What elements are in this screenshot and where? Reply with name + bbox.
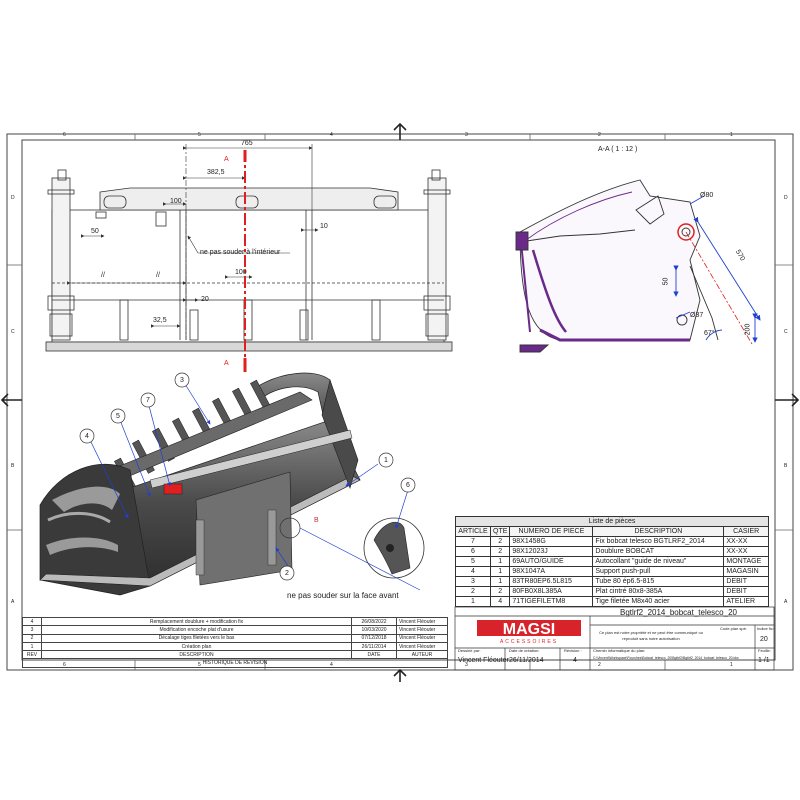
iso-bucket	[39, 372, 425, 596]
svg-text:ACCESSOIRES: ACCESSOIRES	[500, 639, 558, 645]
index-label: Indice fic:	[757, 626, 774, 631]
equal-mark-1: //	[101, 272, 105, 279]
creation-date: 26/11/2014	[509, 657, 544, 664]
equal-mark-2: //	[156, 272, 160, 279]
zone-right-D: D	[784, 195, 788, 201]
parts-list-title: Liste de pièces	[455, 516, 769, 527]
parts-header-bin: CASIER	[723, 526, 769, 537]
zone-left-C: C	[11, 329, 15, 335]
sheet-number: 1 /1	[758, 657, 770, 664]
company-logo: MAGSI ACCESSOIRES	[475, 612, 585, 648]
detail-label-B: B	[314, 517, 319, 524]
parts-header-article: ARTICLE	[455, 526, 491, 537]
date-label: Date de création:	[509, 648, 540, 653]
dim-20: 20	[201, 296, 209, 303]
balloon-1: 1	[384, 457, 388, 464]
note-no-weld-inside: ne pas souder à l'intérieur	[200, 249, 281, 256]
dim-50: 50	[91, 228, 99, 235]
balloon-3: 3	[180, 377, 184, 384]
dim-d80: Ø80	[700, 192, 714, 199]
parts-header-qty: QTE	[489, 526, 511, 537]
section-marker-bottom: A	[224, 360, 229, 367]
zone-right-A: A	[784, 599, 788, 605]
dim-200: 200	[744, 323, 752, 336]
parts-list-table: Liste de pièces ARTICLE QTE NUMERO DE PI…	[455, 516, 769, 607]
dim-100-mid: 100	[235, 269, 247, 276]
legal-notice: Ce plan est notre propriété et ne peut ê…	[599, 630, 703, 641]
file-path: C:\Vincent\Workspace\Fourches\Bobcat_tel…	[593, 656, 739, 660]
path-label: Chemin informatique du plan:	[593, 648, 646, 653]
revision-label: Révision :	[564, 648, 582, 653]
dim-d37: Ø37	[690, 312, 704, 319]
zone-left-D: D	[11, 195, 15, 201]
magsi-logo-icon: MAGSI ACCESSOIRES	[477, 620, 581, 645]
balloon-6: 6	[406, 482, 410, 489]
index-value: 20	[760, 636, 768, 643]
section-view	[515, 179, 761, 353]
zone-bottom-3: 3	[465, 662, 468, 668]
balloon-7: 7	[146, 397, 150, 404]
section-marker-top: A	[224, 156, 229, 163]
dim-100-top: 100	[170, 198, 182, 205]
code-label: Code plan spé:	[720, 626, 747, 631]
zone-left-B: B	[11, 463, 15, 469]
drawing-filename: Bgtlrf2_2014_bobcat_telesco_20	[620, 608, 737, 617]
drawn-by-label: Dessiné par:	[458, 648, 481, 653]
zone-top-5: 5	[198, 132, 201, 138]
svg-text:MAGSI: MAGSI	[503, 621, 555, 638]
balloon-2: 2	[285, 570, 289, 577]
zone-top-4: 4	[330, 132, 333, 138]
drawn-by: Vincent Fléouter	[458, 657, 509, 664]
sheet-label: Feuille:	[758, 648, 771, 653]
note-no-weld-front: ne pas souder sur la face avant	[287, 591, 399, 600]
zone-top-3: 3	[465, 132, 468, 138]
dim-765: 765	[241, 140, 253, 147]
table-caption: HISTORIQUE DE REVISION	[22, 658, 448, 668]
dim-50-section: 50	[662, 277, 670, 286]
zone-right-C: C	[784, 329, 788, 335]
front-view	[45, 169, 453, 352]
parts-header-description: DESCRIPTION	[592, 526, 725, 537]
zone-top-6: 6	[63, 132, 66, 138]
zone-right-B: B	[784, 463, 788, 469]
dim-10: 10	[320, 223, 328, 230]
balloon-4: 4	[85, 433, 89, 440]
revision-value: 4	[573, 657, 577, 664]
zone-top-2: 2	[598, 132, 601, 138]
zone-left-A: A	[11, 599, 15, 605]
zone-bottom-2: 2	[598, 662, 601, 668]
dim-382: 382,5	[207, 169, 225, 176]
balloon-5: 5	[116, 413, 120, 420]
zone-top-1: 1	[730, 132, 733, 138]
section-title: A-A ( 1 : 12 )	[598, 146, 638, 153]
dim-67deg: 67°	[704, 330, 715, 337]
parts-header-number: NUMERO DE PIECE	[509, 526, 594, 537]
dim-32: 32,5	[153, 317, 167, 324]
zone-bottom-1: 1	[730, 662, 733, 668]
